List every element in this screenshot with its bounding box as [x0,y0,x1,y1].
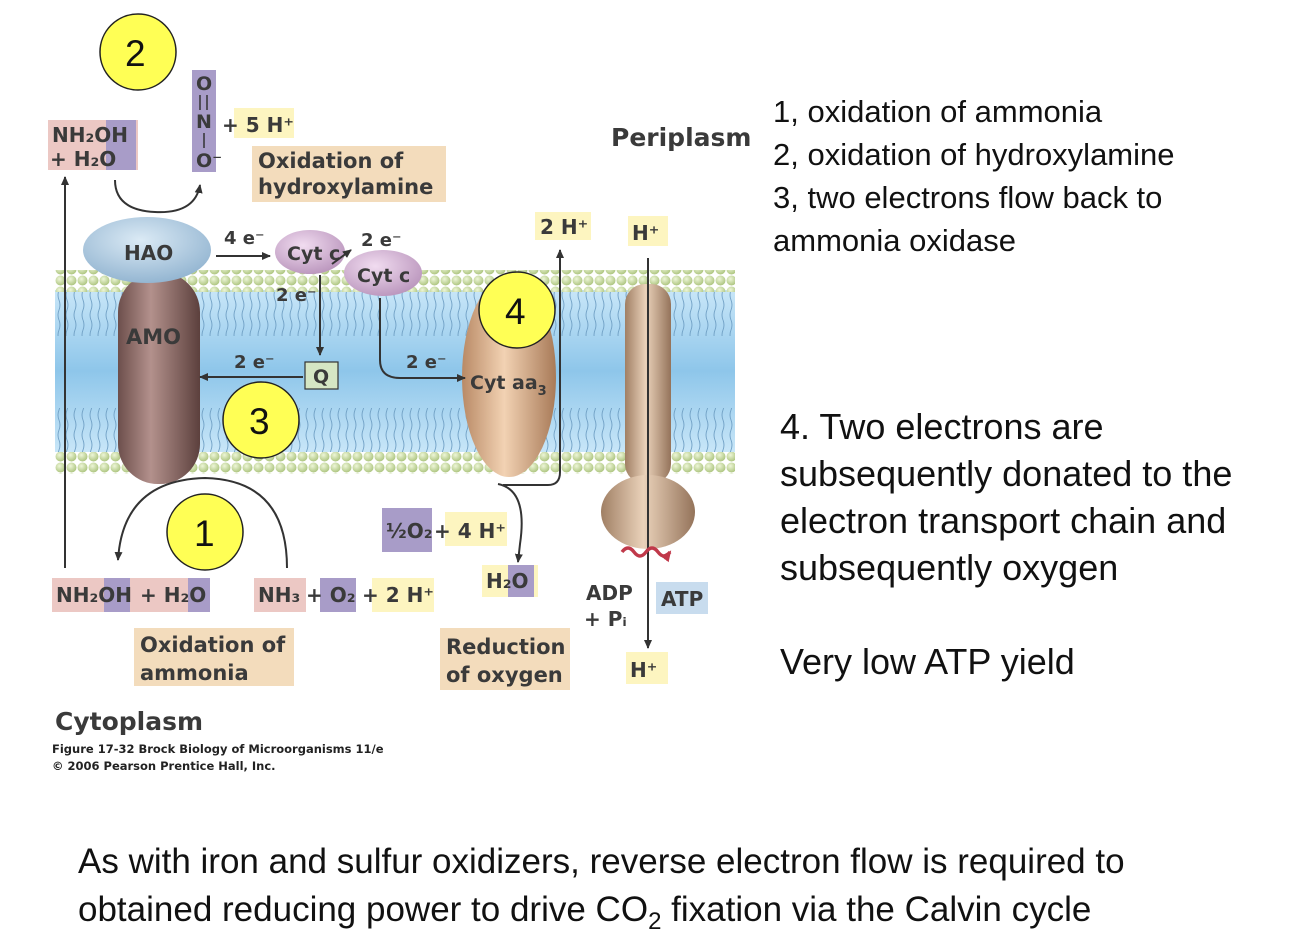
atp: ATP [661,587,703,611]
arrows [61,176,652,649]
process-oxidation-hydroxylamine-1: Oxidation of [258,149,404,173]
svg-text:3: 3 [249,401,270,442]
step-marker-1: 1 [166,493,244,571]
hao-protein [83,217,211,283]
h-in-bottom: H⁺ [630,658,657,682]
h2o-bottom: + H₂O [140,583,206,607]
figure-caption-1: Figure 17-32 Brock Biology of Microorgan… [52,742,384,756]
nitrite-o-top: O [196,73,212,95]
note-atp-yield: Very low ATP yield [780,641,1075,682]
note-line: 4. Two electrons are [780,406,1104,447]
amo-protein [118,272,200,484]
nitrite-n: N [196,111,212,133]
nh3-box [254,578,306,612]
bottom-line-1: As with iron and sulfur oxidizers, rever… [78,842,1125,881]
h2o-product: H₂O [486,569,529,593]
process-reduction-oxygen-2: of oxygen [446,663,563,687]
svg-text:1: 1 [194,513,215,554]
cyt-c-protein-2 [344,250,422,296]
two-h-out-box [535,212,591,240]
electron-label-cytc-q: 2 e⁻ [276,285,317,306]
process-oxidation-ammonia-1: Oxidation of [140,633,286,657]
four-h: + 4 H⁺ [434,519,506,543]
h-in-top-box [628,216,668,246]
o2: + O₂ [306,583,355,607]
note-line: subsequently donated to the [780,453,1233,494]
process-reduction-oxygen-box [440,628,570,690]
cytoplasm-label: Cytoplasm [55,707,203,736]
electron-label-hao-cytc: 4 e⁻ [224,228,265,249]
nitrite-box [192,70,216,172]
note-line: 2, oxidation of hydroxylamine [773,137,1175,172]
cyt-c-protein-1 [275,230,345,274]
amo-label: AMO [126,325,181,349]
notes-step-4: 4. Two electrons are subsequently donate… [780,403,1232,591]
process-oxidation-ammonia-box [134,628,294,686]
notes-steps-1-3: 1, oxidation of ammonia 2, oxidation of … [773,90,1175,262]
bottom-line-2: obtained reducing power to drive CO2 fix… [78,890,1092,935]
process-oxidation-hydroxylamine-2: hydroxylamine [258,175,433,199]
five-h: + 5 H⁺ [222,113,294,137]
five-h-box [234,108,294,138]
nh2oh-top: NH₂OH [52,123,128,147]
two-h-in: + 2 H⁺ [362,583,434,607]
electron-label-cytc-cytc: 2 e⁻ [361,230,402,251]
atp-formation-arrow [620,546,672,563]
cyt-c-label-1: Cyt c [287,243,340,265]
pi: + Pᵢ [584,607,627,631]
note-line: 1, oxidation of ammonia [773,94,1103,129]
q-box [304,361,339,390]
step-marker-3: 3 [222,381,300,459]
note-line: electron transport chain and [780,500,1227,541]
nh3: NH₃ [258,583,300,607]
electron-label-q-amo: 2 e⁻ [234,352,275,373]
process-oxidation-hydroxylamine-box [252,146,446,202]
process-oxidation-ammonia-2: ammonia [140,661,249,685]
two-h-out: 2 H⁺ [540,215,588,239]
svg-text:4: 4 [505,291,526,332]
hao-label: HAO [124,241,173,265]
half-o2-box [382,508,432,552]
half-o2: ½O₂ [386,519,432,543]
figure-caption-2: © 2006 Pearson Prentice Hall, Inc. [52,759,276,773]
electron-label-cytc-aa3: 2 e⁻ [406,352,447,373]
nitrite-o-bottom: O⁻ [196,150,222,172]
atp-box [656,582,708,614]
note-line: ammonia oxidase [773,223,1016,258]
note-line: 3, two electrons flow back to [773,180,1163,215]
cyt-c-label-2: Cyt c [357,265,410,287]
step-marker-4: 4 [478,271,556,349]
h-in-bottom-box [626,652,668,684]
bottom-summary: As with iron and sulfur oxidizers, rever… [78,838,1125,946]
note-line: subsequently oxygen [780,547,1119,588]
adp: ADP [586,581,633,605]
step-marker-2: 2 [99,13,177,91]
periplasm-label: Periplasm [611,123,751,152]
q-label: Q [313,366,329,388]
svg-text:2: 2 [125,33,146,74]
nitrification-diagram: Periplasm Cytoplasm AMO HAO Cyt c Cyt c … [48,13,751,773]
h2o-top: + H₂O [50,147,116,171]
cyt-aa3-label: Cyt aa3 [470,372,547,399]
nh2oh-bottom-box [52,578,210,612]
nh2oh-bottom: NH₂OH [56,583,132,607]
h-in-top: H⁺ [632,221,659,245]
process-reduction-oxygen-1: Reduction [446,635,565,659]
